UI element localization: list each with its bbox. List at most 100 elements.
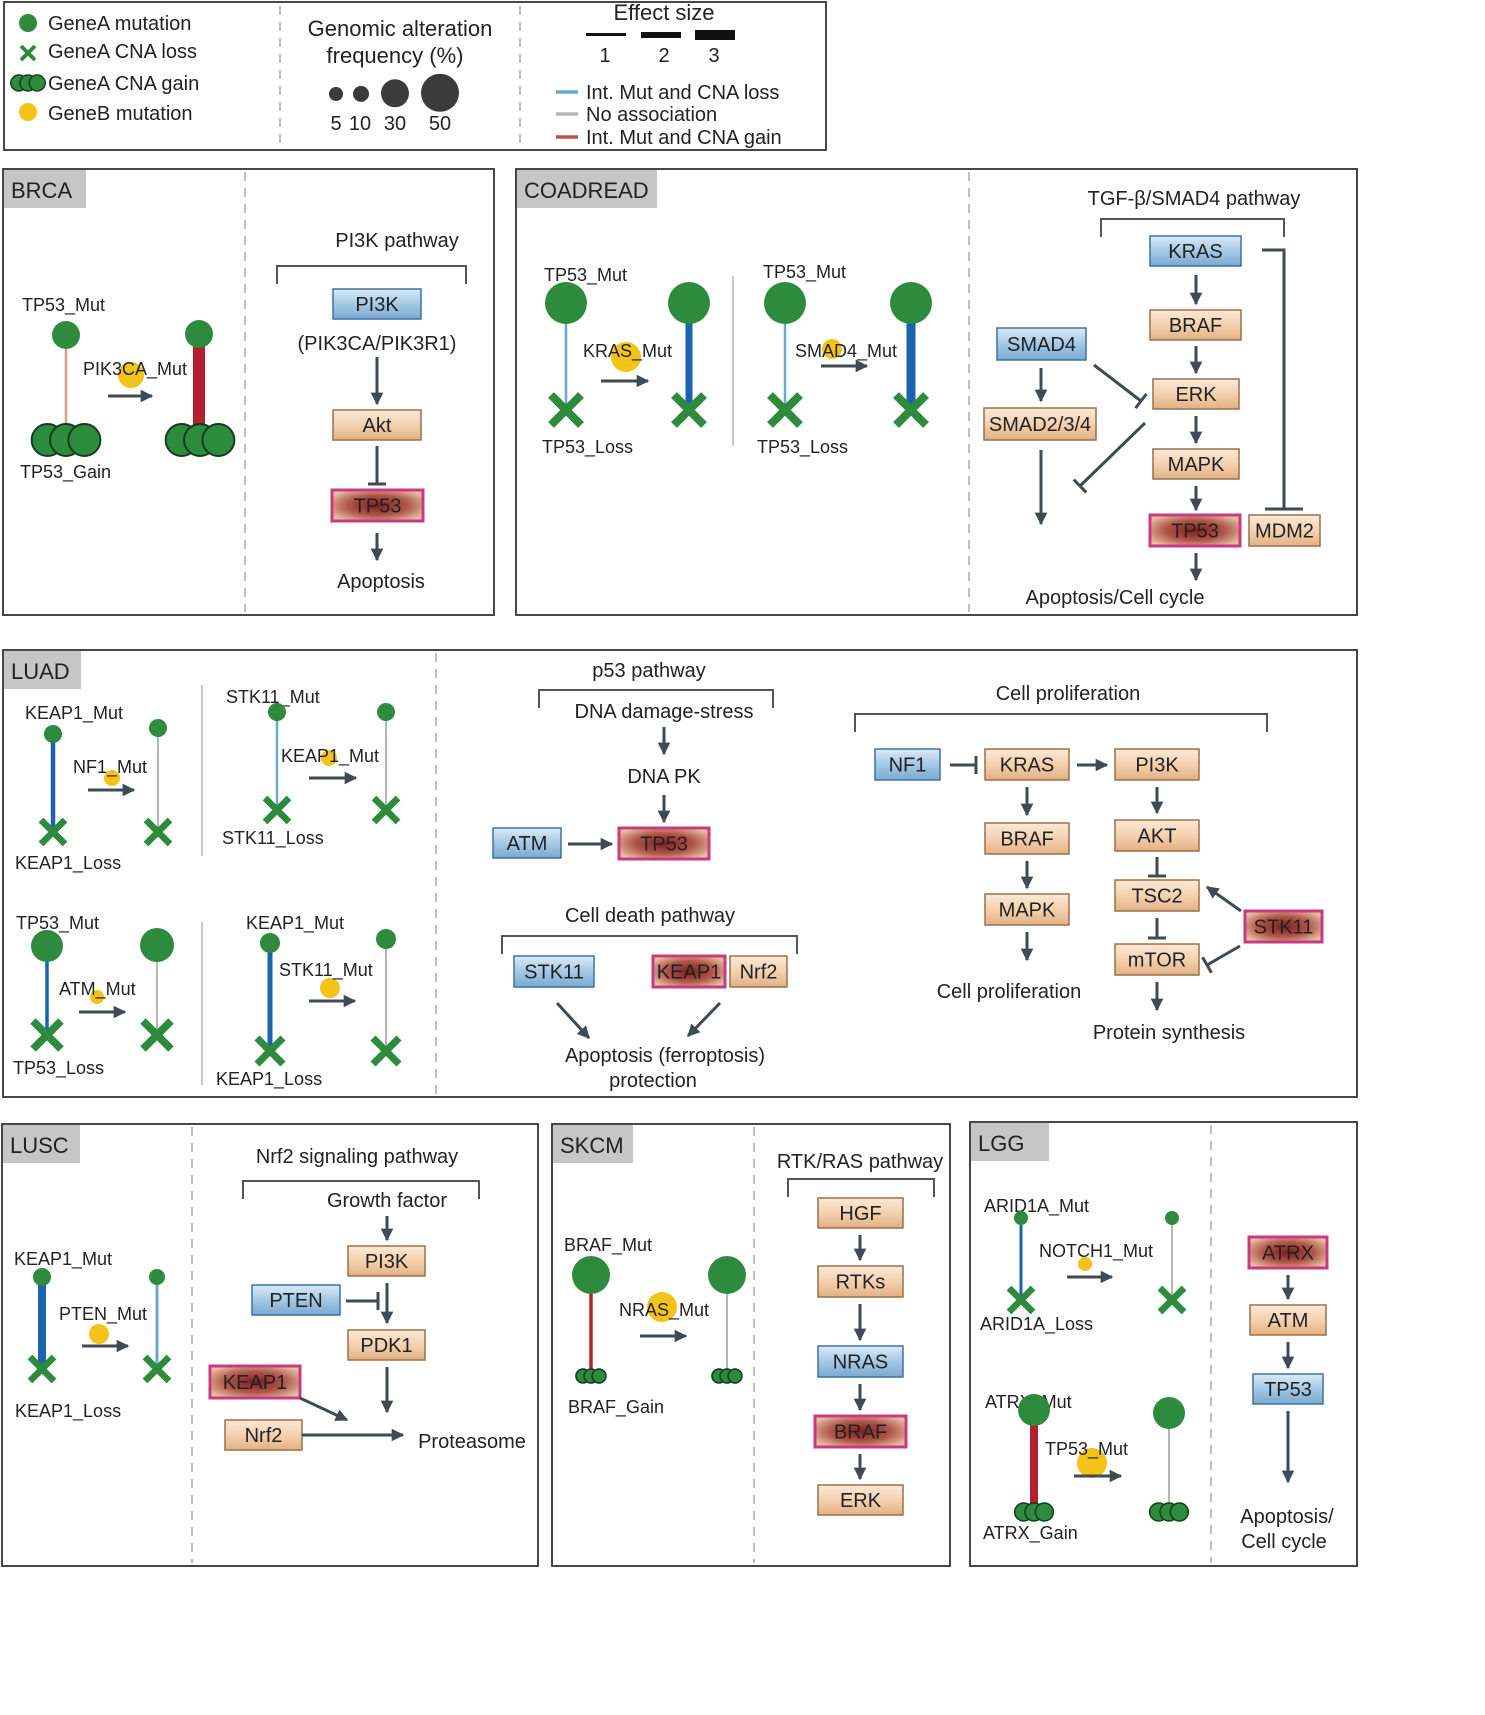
legend-effect-title: Effect size — [613, 0, 714, 25]
skcm-braf-box — [813, 1414, 908, 1449]
lusc-right-mutation-circle — [149, 1269, 165, 1285]
luad-c-mod-label: ATM_Mut — [59, 979, 136, 1000]
brca-pathway-title: PI3K pathway — [335, 230, 458, 252]
legend-effect-3 — [695, 30, 735, 40]
brca-gain-label: TP53_Gain — [20, 462, 111, 483]
cna-loss-stroke — [30, 1018, 64, 1052]
lgg-a-right-mutation-circle — [1165, 1211, 1179, 1225]
luad-c-mut-label: TP53_Mut — [16, 913, 99, 934]
cna-loss-stroke — [142, 1354, 172, 1384]
legend-line-gain-label: Int. Mut and CNA gain — [586, 127, 782, 149]
coadread-pair2-left-mutation-circle — [764, 282, 806, 324]
brca-panel-tab — [4, 170, 86, 208]
lgg-atrx-box-label: ATRX — [1262, 1243, 1314, 1265]
luad-c-right-mutation-circle — [140, 928, 174, 962]
luad-c-left-mutation-circle — [31, 930, 63, 962]
skcm-right-gain-mark — [711, 1368, 743, 1384]
luad-keap1-box — [651, 954, 727, 989]
legend-effect-2 — [641, 32, 681, 38]
luad-panel-border — [2, 649, 1358, 1098]
legend-freq-value: 30 — [384, 113, 406, 135]
brca-apoptosis-label: Apoptosis — [337, 571, 425, 593]
brca-right-gain-mark — [164, 423, 236, 457]
skcm-mod-label: NRAS_Mut — [619, 1300, 709, 1321]
cna-gain-circle — [201, 423, 236, 457]
lusc-pathway-title: Nrf2 signaling pathway — [256, 1146, 458, 1168]
luad-braf-box — [984, 822, 1070, 855]
luad-nrf2-box-label: Nrf2 — [740, 962, 778, 984]
inhibition-bar — [1134, 392, 1148, 410]
skcm-braf-box-label: BRAF — [834, 1422, 887, 1444]
luad-d-mut-label: KEAP1_Mut — [246, 913, 344, 934]
luad-c-right-loss-mark — [140, 1018, 174, 1052]
luad-d-mod-label: STK11_Mut — [279, 960, 373, 981]
brca-left-mutation-circle — [52, 321, 80, 349]
lusc-mod-circle — [89, 1324, 109, 1344]
lgg-tp53-box — [1252, 1373, 1324, 1405]
brca-mut-label: TP53_Mut — [22, 295, 105, 316]
legend-mutation-label: GeneA mutation — [48, 13, 191, 35]
luad-p53-bracket — [538, 689, 774, 708]
luad-dnapk-label: DNA PK — [627, 766, 701, 788]
luad-nf1-box — [874, 748, 941, 781]
coadread-pair2-left-loss-mark — [767, 392, 803, 428]
luad-stk11-tsc2-arrow — [1205, 885, 1242, 913]
coadread-tp53-box — [1148, 513, 1242, 548]
legend-geneb-label: GeneB mutation — [48, 103, 193, 125]
coadread-erk-box — [1152, 378, 1240, 410]
coadread-pair1-left-loss-mark — [548, 392, 584, 428]
luad-c-left-loss-mark — [30, 1018, 64, 1052]
luad-kras-box-label: KRAS — [1000, 755, 1054, 777]
skcm-right-mutation-circle — [708, 1256, 746, 1294]
skcm-mod-circle — [647, 1292, 677, 1322]
coadread-pair2-right-mutation-circle — [890, 282, 932, 324]
skcm-left-gain-mark — [575, 1368, 607, 1384]
brca-panel-tab-label: BRCA — [11, 178, 72, 203]
cna-gain-circle — [1169, 1502, 1190, 1522]
lusc-loss-label: KEAP1_Loss — [15, 1401, 121, 1422]
luad-d-left-mutation-circle — [260, 933, 280, 953]
coadread-mod2-circle — [822, 339, 842, 359]
legend-freq-dot — [381, 79, 409, 108]
coadread-panel-border — [515, 168, 1358, 616]
lusc-panel-border — [1, 1123, 539, 1567]
legend-line-loss-label: Int. Mut and CNA loss — [586, 82, 779, 104]
luad-keap1-box-label: KEAP1 — [657, 962, 721, 984]
coadread-mdm2-box-label: MDM2 — [1255, 521, 1314, 543]
brca-right-mutation-circle — [185, 320, 213, 348]
legend-effect-3-label: 3 — [708, 45, 719, 67]
skcm-hgf-box-label: HGF — [839, 1203, 881, 1225]
coadread-outcome-label: Apoptosis/Cell cycle — [1026, 587, 1205, 609]
lusc-mod-label: PTEN_Mut — [59, 1304, 147, 1325]
luad-nrf2-box — [729, 955, 788, 988]
luad-atm-box-label: ATM — [507, 833, 548, 855]
luad-a-right-mutation-circle — [149, 719, 167, 737]
luad-protein-label: Protein synthesis — [1093, 1022, 1245, 1044]
lgg-b-left-gain-mark — [1013, 1502, 1055, 1522]
coadread-braf-box — [1149, 309, 1242, 341]
cna-loss-stroke — [767, 392, 803, 428]
skcm-erk-box — [817, 1484, 904, 1516]
coadread-loss2-label: TP53_Loss — [757, 437, 848, 458]
luad-b-right-mutation-circle — [377, 703, 395, 721]
lusc-pten-box — [251, 1284, 341, 1316]
brca-pi3k-box-label: PI3K — [355, 294, 399, 316]
brca-panel-border — [2, 168, 495, 616]
skcm-nras-box-label: NRAS — [833, 1352, 889, 1374]
luad-d-left-loss-mark — [254, 1035, 286, 1067]
luad-akt-box — [1114, 819, 1200, 852]
coadread-pair1-left-mutation-circle — [545, 282, 587, 324]
coadread-kras-box — [1149, 235, 1242, 267]
luad-nf1-box-label: NF1 — [889, 755, 927, 777]
cna-loss-stroke — [254, 1035, 286, 1067]
luad-akt-box-label: AKT — [1138, 826, 1177, 848]
luad-stk11-prolif-box-label: STK11 — [1254, 917, 1314, 939]
coadread-mapk-box — [1152, 448, 1240, 480]
luad-a-right-loss-mark — [143, 817, 173, 847]
luad-stk11-mtor-inhibition — [1206, 944, 1241, 967]
lgg-panel-tab — [971, 1123, 1049, 1161]
lusc-right-loss-mark — [142, 1354, 172, 1384]
lgg-a-loss-label: ARID1A_Loss — [980, 1314, 1093, 1335]
luad-b-left-loss-mark — [262, 795, 292, 825]
